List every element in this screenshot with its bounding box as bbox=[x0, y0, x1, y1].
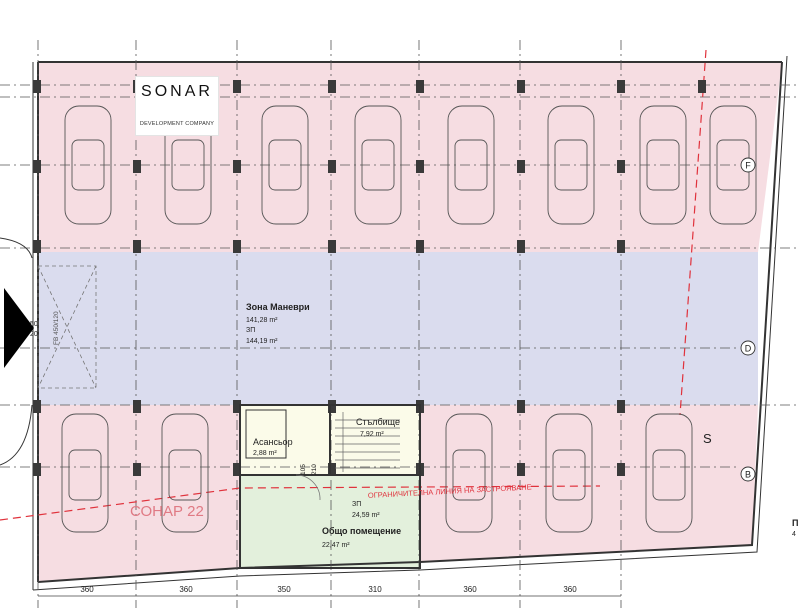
axis-label-d: D bbox=[745, 344, 752, 354]
stairs-area: 7,92 m² bbox=[360, 431, 384, 438]
parking-cars-bottom bbox=[61, 413, 693, 533]
building-limit-line-diagonal bbox=[679, 49, 707, 416]
ventilation-shaft bbox=[37, 265, 97, 389]
right-edge-label-2: 4 bbox=[792, 531, 796, 538]
grid-lines bbox=[0, 40, 800, 608]
dimension-1: 360 bbox=[80, 585, 94, 594]
dimension-6: 360 bbox=[563, 585, 577, 594]
axis-markers bbox=[740, 157, 756, 482]
parking-cars-top bbox=[64, 105, 757, 225]
left-dim-2: 20 bbox=[30, 331, 38, 338]
dimension-4: 310 bbox=[368, 585, 382, 594]
door-dim-1: 105 bbox=[300, 464, 307, 475]
logo-tagline: DEVELOPMENT COMPANY bbox=[139, 121, 215, 127]
maneuver-zone-title: Зона Маневри bbox=[246, 302, 310, 312]
common-room-area-2: 22,47 m² bbox=[322, 542, 350, 549]
left-ramp-bottom bbox=[0, 404, 33, 466]
right-edge-label-1: П bbox=[792, 518, 798, 528]
door-dim-2: 210 bbox=[311, 464, 318, 475]
maneuver-zone-area-2: 144,19 m² bbox=[246, 338, 278, 345]
entrance-arrow bbox=[4, 288, 34, 368]
dimension-2: 360 bbox=[179, 585, 193, 594]
neighbour-label: СОНАР 22 bbox=[130, 503, 204, 520]
core-walls bbox=[239, 404, 421, 569]
left-dim-1: 50 bbox=[30, 321, 38, 328]
elevator-title: Асансьор bbox=[253, 437, 293, 447]
common-room-area-1: 24,59 m² bbox=[352, 512, 380, 519]
common-room-zone bbox=[240, 475, 420, 567]
logo-wordmark: SONAR bbox=[141, 83, 213, 100]
maneuver-zone-area-1: 141,28 m² bbox=[246, 317, 278, 324]
axis-label-b: B bbox=[745, 470, 751, 480]
door-swing bbox=[295, 474, 321, 501]
building-limit-line bbox=[0, 485, 601, 521]
parking-zone-top bbox=[38, 62, 782, 252]
dimension-5: 360 bbox=[463, 585, 477, 594]
vent-shaft-label: FB 450/120 bbox=[53, 311, 60, 345]
elevator-area: 2,88 m² bbox=[253, 450, 277, 457]
common-room-title: Общо помещение bbox=[322, 526, 401, 536]
maneuver-zone bbox=[38, 252, 758, 405]
columns bbox=[33, 80, 706, 476]
maneuver-zone-code: ЗП bbox=[246, 327, 255, 334]
dimension-3: 350 bbox=[277, 585, 291, 594]
left-ramp-top bbox=[0, 237, 33, 259]
common-room-code: ЗП bbox=[352, 501, 361, 508]
axis-label-f: F bbox=[745, 161, 751, 171]
stairs-title: Стълбище bbox=[356, 417, 400, 427]
entrance-mark: S bbox=[703, 431, 712, 446]
sonar-logo: SONAR DEVELOPMENT COMPANY bbox=[135, 76, 219, 136]
stair-treads bbox=[335, 412, 400, 472]
